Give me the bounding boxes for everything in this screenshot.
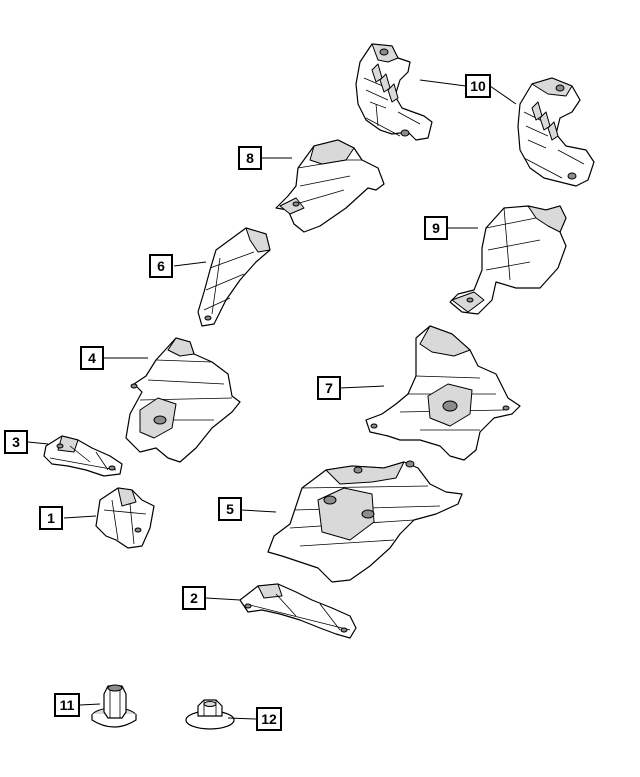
callout-6-label: 6 xyxy=(157,258,165,274)
callout-7: 7 xyxy=(317,376,341,400)
callout-9: 9 xyxy=(424,216,448,240)
callout-8-label: 8 xyxy=(246,150,254,166)
part-4-shield xyxy=(125,337,241,463)
leader-7 xyxy=(339,385,385,389)
leader-11 xyxy=(79,703,101,706)
callout-11-label: 11 xyxy=(60,697,75,713)
part-11-flange-nut xyxy=(91,684,137,728)
part-12-nut xyxy=(185,699,235,730)
leader-6 xyxy=(173,261,207,267)
callout-4-label: 4 xyxy=(88,350,96,366)
part-8-shield xyxy=(275,139,385,233)
callout-11: 11 xyxy=(54,693,80,717)
callout-10-label: 10 xyxy=(470,78,486,94)
callout-1-label: 1 xyxy=(47,510,55,526)
callout-9-label: 9 xyxy=(432,220,440,236)
part-7-shield xyxy=(365,325,521,461)
leader-10a xyxy=(419,79,467,87)
part-9-shield xyxy=(449,205,567,315)
callout-12-label: 12 xyxy=(261,711,277,727)
part-2-bracket xyxy=(239,583,357,639)
callout-6: 6 xyxy=(149,254,173,278)
leader-5 xyxy=(241,509,277,513)
callout-4: 4 xyxy=(80,346,104,370)
leader-1 xyxy=(63,515,97,519)
part-10-right-shield xyxy=(517,77,595,187)
callout-12: 12 xyxy=(256,707,282,731)
part-6-shield xyxy=(197,227,271,327)
callout-3: 3 xyxy=(4,430,28,454)
leader-12 xyxy=(227,717,257,720)
callout-7-label: 7 xyxy=(325,380,333,396)
callout-2-label: 2 xyxy=(190,590,198,606)
part-5-shield xyxy=(267,460,463,583)
part-3-bracket xyxy=(43,435,123,477)
callout-5-label: 5 xyxy=(226,501,234,517)
leader-3 xyxy=(27,441,49,445)
part-1-bracket xyxy=(95,487,155,549)
callout-1: 1 xyxy=(39,506,63,530)
callout-5: 5 xyxy=(218,497,242,521)
callout-10: 10 xyxy=(465,74,491,98)
leader-10b xyxy=(489,85,517,105)
callout-8: 8 xyxy=(238,146,262,170)
callout-2: 2 xyxy=(182,586,206,610)
callout-3-label: 3 xyxy=(12,434,20,450)
part-10-left-shield xyxy=(355,43,433,141)
leader-2 xyxy=(205,597,241,601)
